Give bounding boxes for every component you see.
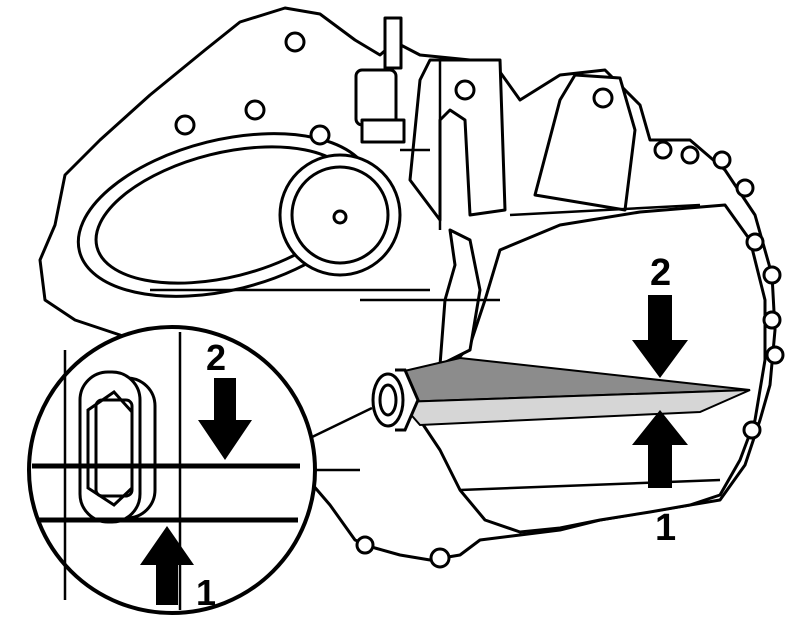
- bolt-top-3: [174, 114, 196, 136]
- cover-bolt-6: [762, 310, 782, 330]
- detail-view: 2 1: [27, 325, 317, 615]
- cover-bolt-2: [712, 150, 732, 170]
- arrow-lower-main: [632, 410, 688, 488]
- callout-2-main: 2: [650, 252, 671, 294]
- cover-bolt-5: [762, 265, 782, 285]
- detail-leader-line: [309, 406, 373, 440]
- bottom-bolt-2: [355, 535, 375, 555]
- selector-linkage: [438, 228, 482, 367]
- bracket-hole-left: [454, 79, 476, 101]
- cover-bolt-3: [735, 178, 755, 198]
- cover-bolt-1: [680, 145, 700, 165]
- callout-2-detail: 2: [206, 337, 226, 378]
- detail-plug: [78, 370, 157, 524]
- callout-1-detail: 1: [196, 572, 216, 613]
- fluid-level-light: [397, 389, 751, 427]
- cover-bolt-4: [745, 232, 765, 252]
- arrow-lower-detail: [140, 526, 194, 605]
- cover-bolt-7: [765, 345, 785, 365]
- callout-1-main: 1: [655, 507, 676, 549]
- output-flange-inner: [290, 165, 390, 265]
- arrow-upper-main: [632, 295, 688, 378]
- fill-plug: [371, 372, 405, 428]
- breather-nut: [354, 68, 398, 127]
- breather-stud: [383, 16, 403, 70]
- cover-bolt-9: [653, 140, 673, 160]
- transmission-housing: [38, 6, 785, 569]
- flange-center-hole: [332, 209, 348, 225]
- bolt-top-1: [284, 31, 306, 53]
- arrow-upper-detail: [198, 378, 252, 460]
- bracket-hole-right: [592, 87, 614, 109]
- bottom-bolt-1: [429, 547, 451, 569]
- cover-bolt-8: [742, 420, 762, 440]
- bolt-top-2: [244, 99, 266, 121]
- bolt-top-4: [309, 124, 331, 146]
- breather-base: [360, 118, 406, 144]
